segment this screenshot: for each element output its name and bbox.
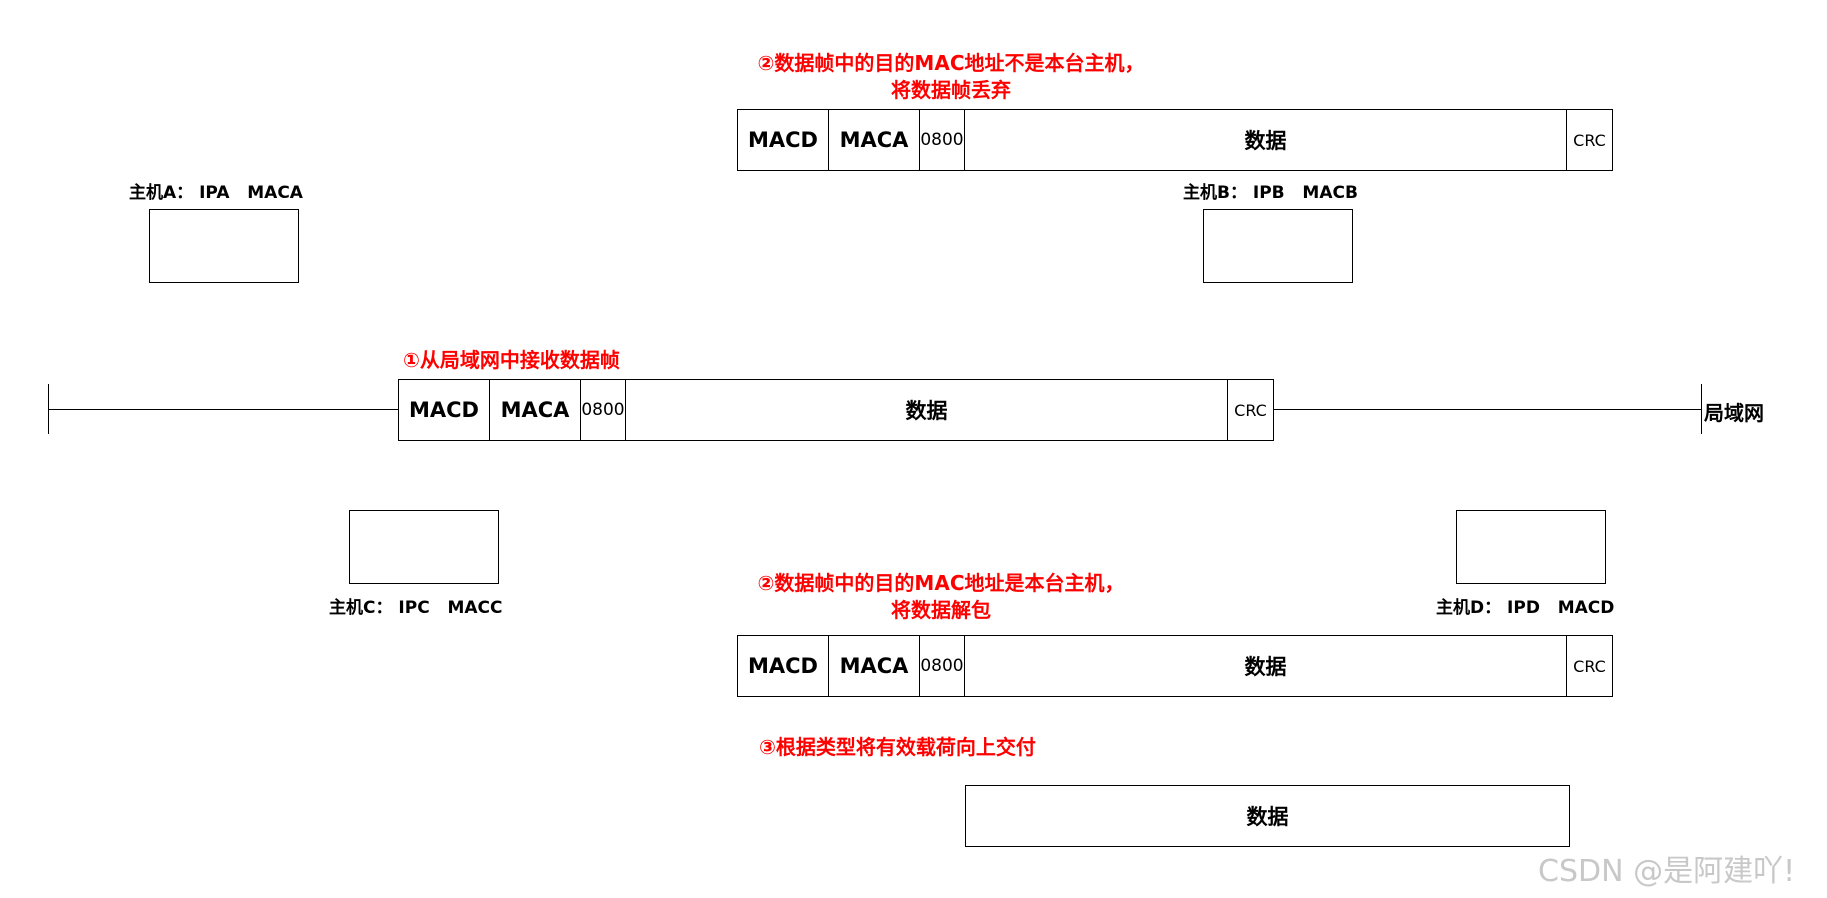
frame-d-type: 0800 — [920, 636, 965, 696]
frame-at-host-b: MACD MACA 0800 数据 CRC — [737, 109, 1613, 171]
lan-right-end-tick — [1701, 384, 1702, 434]
host-c-separator: ： — [375, 598, 393, 618]
host-b-ip: IPB — [1252, 183, 1285, 203]
note-receive: ①从局域网中接收数据帧 — [403, 348, 620, 372]
host-b-name: 主机B — [1183, 183, 1230, 203]
lan-left-end-tick — [48, 384, 49, 434]
host-c-box — [349, 510, 499, 584]
note-discard-line1: ②数据帧中的目的MAC地址不是本台主机， — [757, 51, 1145, 75]
frame-d-src-mac: MACA — [829, 636, 920, 696]
frame-b-crc: CRC — [1573, 130, 1606, 150]
note-accept: ②数据帧中的目的MAC地址是本台主机， 将数据解包 — [741, 570, 1141, 624]
frame-b-src-mac: MACA — [829, 110, 920, 170]
host-d-label: 主机D： IPD MACD — [1436, 593, 1614, 618]
host-c-ip: IPC — [398, 598, 430, 618]
frame-lan-payload: 数据 — [626, 380, 1228, 440]
host-d-separator: ： — [1484, 598, 1502, 618]
frame-d-dst-mac: MACD — [738, 636, 829, 696]
host-d-name: 主机D — [1436, 598, 1485, 618]
payload-delivered-box: 数据 — [965, 785, 1570, 847]
frame-d-payload: 数据 — [965, 636, 1567, 696]
frame-lan-src-mac: MACA — [490, 380, 581, 440]
frame-lan-crc: CRC — [1234, 400, 1267, 420]
host-a-ip: IPA — [199, 183, 230, 203]
frame-on-lan: MACD MACA 0800 数据 CRC — [398, 379, 1274, 441]
host-c-name: 主机C — [329, 598, 376, 618]
host-b-separator: ： — [1229, 183, 1247, 203]
host-a-label: 主机A： IPA MACA — [129, 178, 303, 203]
lan-label: 局域网 — [1704, 401, 1764, 425]
note-deliver: ③根据类型将有效载荷向上交付 — [759, 735, 1036, 759]
frame-lan-dst-mac: MACD — [399, 380, 490, 440]
frame-lan-type: 0800 — [581, 380, 626, 440]
host-c-label: 主机C： IPC MACC — [329, 593, 502, 618]
host-c-mac: MACC — [447, 598, 503, 618]
host-a-separator: ： — [176, 183, 194, 203]
host-b-label: 主机B： IPB MACB — [1183, 178, 1358, 203]
host-d-mac: MACD — [1557, 598, 1615, 618]
frame-d-crc: CRC — [1573, 656, 1606, 676]
host-b-mac: MACB — [1302, 183, 1358, 203]
csdn-watermark: CSDN @是阿建吖! — [1538, 854, 1796, 889]
frame-b-type: 0800 — [920, 110, 965, 170]
frame-b-dst-mac: MACD — [738, 110, 829, 170]
note-accept-line1: ②数据帧中的目的MAC地址是本台主机， — [757, 571, 1125, 595]
note-discard: ②数据帧中的目的MAC地址不是本台主机， 将数据帧丢弃 — [741, 50, 1161, 104]
note-discard-line2: 将数据帧丢弃 — [891, 78, 1011, 102]
host-a-box — [149, 209, 299, 283]
frame-b-payload: 数据 — [965, 110, 1567, 170]
host-a-mac: MACA — [247, 183, 303, 203]
host-d-ip: IPD — [1507, 598, 1540, 618]
host-b-box — [1203, 209, 1353, 283]
frame-at-host-d: MACD MACA 0800 数据 CRC — [737, 635, 1613, 697]
note-accept-line2: 将数据解包 — [891, 598, 991, 622]
host-a-name: 主机A — [129, 183, 177, 203]
host-d-box — [1456, 510, 1606, 584]
